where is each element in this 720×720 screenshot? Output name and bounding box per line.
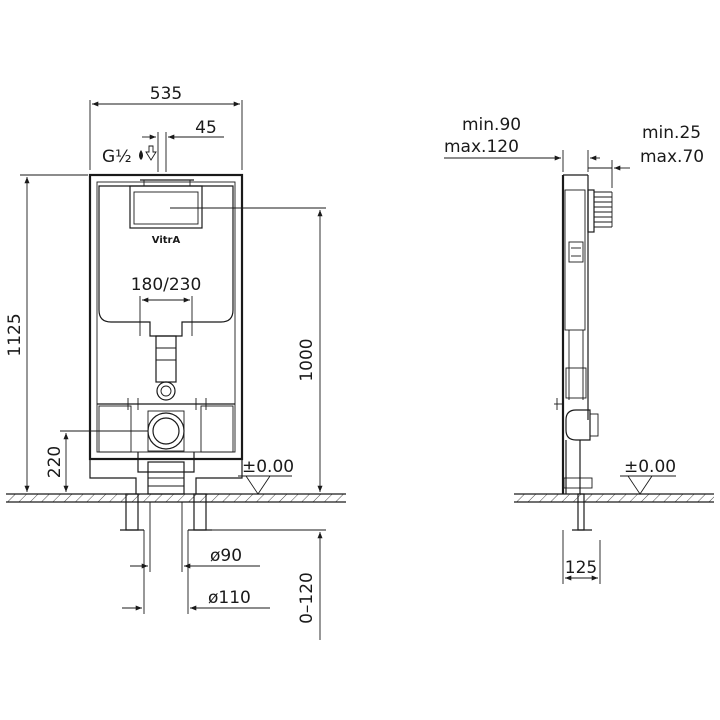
dim-pipe-small-value: ø90 [210, 546, 242, 566]
dim-outlet-height-value: 220 [45, 446, 65, 478]
front-frame: VitrA [88, 173, 244, 540]
side-floor-level-value: ±0.00 [624, 457, 676, 477]
dim-total-height: 1125 [5, 174, 88, 492]
dim-side-depth: 125 [562, 530, 601, 584]
inlet-thread-label: G½ [102, 147, 132, 167]
brand-logo: VitrA [152, 235, 181, 246]
dim-wall-min-value: min.90 [462, 115, 521, 135]
dim-actuator-height: 1000 [170, 207, 326, 492]
front-view: VitrA [5, 84, 346, 640]
water-inlet-symbol: G½ [102, 145, 157, 167]
side-floor-level: ±0.00 [620, 457, 676, 495]
dim-side-depth-value: 125 [565, 558, 597, 578]
side-frame [554, 174, 613, 531]
dim-width-value: 535 [150, 84, 182, 104]
dim-wall-depth: min.90 max.120 [444, 115, 600, 172]
front-floor [6, 493, 346, 503]
dim-adjust-range-value: 0–120 [297, 572, 317, 624]
dim-inlet-offset: 45 [142, 118, 224, 172]
side-floor [514, 493, 714, 503]
dim-cistern: 180/230 [131, 275, 202, 336]
front-floor-level: ±0.00 [238, 457, 294, 495]
dim-actuator-height-value: 1000 [297, 338, 317, 381]
dim-button-depth: min.25 max.70 [588, 123, 704, 188]
front-floor-level-value: ±0.00 [242, 457, 294, 477]
dim-inlet-offset-value: 45 [195, 118, 217, 138]
dim-wall-max-value: max.120 [444, 137, 519, 157]
dim-pipe-large: ø110 [122, 530, 270, 614]
dim-outlet-height: 220 [45, 430, 148, 492]
dim-adjust-range: 0–120 [206, 529, 326, 640]
dim-button-max-value: max.70 [640, 147, 704, 167]
side-view: min.90 max.120 min.25 max.70 ±0.00 125 [444, 115, 714, 584]
dim-total-height-value: 1125 [5, 313, 25, 356]
dim-pipe-large-value: ø110 [208, 588, 251, 608]
dim-pipe-small: ø90 [130, 540, 260, 572]
dim-width: 535 [89, 84, 243, 170]
dim-button-min-value: min.25 [642, 123, 701, 143]
dim-cistern-value: 180/230 [131, 275, 202, 295]
